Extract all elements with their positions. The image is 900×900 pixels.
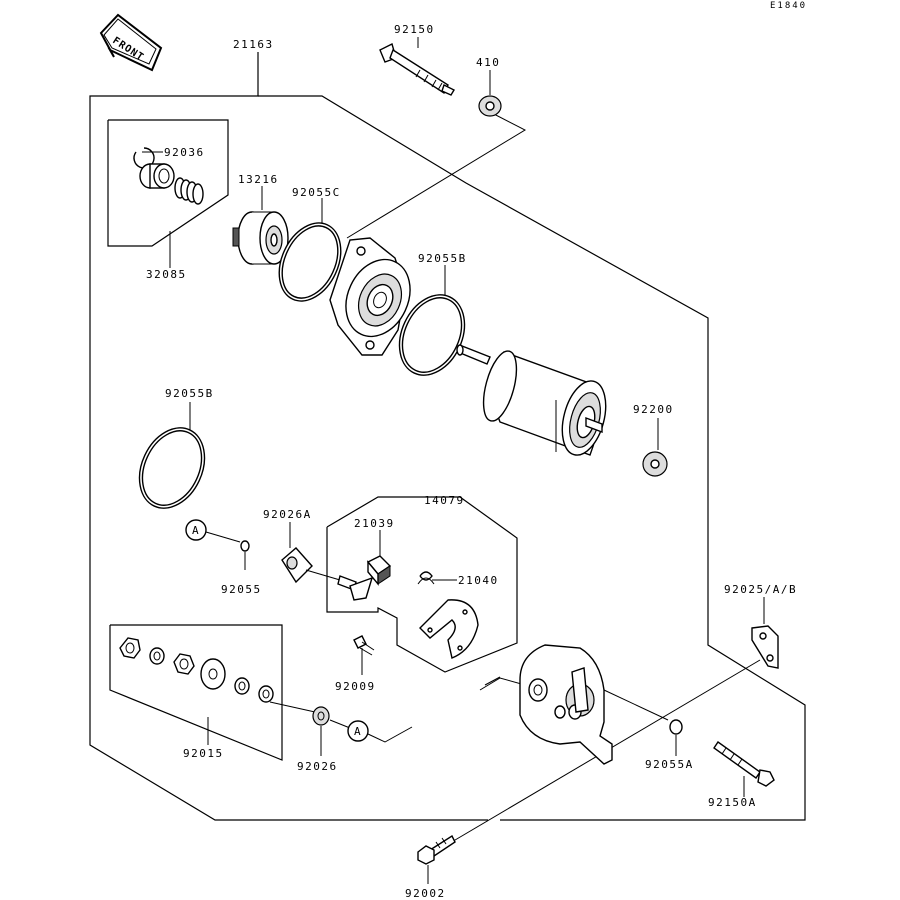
end-cover-icon: [519, 644, 613, 765]
box-14079: [326, 496, 518, 673]
diagram-code: E1840: [770, 1, 807, 11]
label-21163: 21163: [233, 38, 274, 51]
oring-92055-icon: [240, 540, 250, 570]
bracket-92025-icon: [751, 597, 779, 669]
washer-92026-icon: [312, 706, 330, 756]
label-92026: 92026: [297, 760, 338, 773]
label-92055B-top: 92055B: [418, 252, 467, 265]
oring-92055B-left-icon: [138, 402, 206, 509]
oring-92055C-icon: [278, 198, 342, 302]
label-92036: 92036: [164, 146, 205, 159]
circlip-92036-icon: [133, 147, 163, 169]
label-92055C: 92055C: [292, 186, 341, 199]
leader-410-cover: [346, 111, 527, 239]
motor-body-icon: [456, 344, 607, 456]
label-92055: 92055: [221, 583, 262, 596]
leader-92015-92026: [269, 701, 316, 713]
oring-92055B-top-icon: [398, 265, 466, 376]
label-92026A: 92026A: [263, 508, 312, 521]
box-92015: [109, 624, 283, 761]
label-32085: 32085: [146, 268, 187, 281]
label-410: 410: [476, 56, 500, 69]
label-92002: 92002: [405, 887, 446, 900]
collar-icon: [139, 163, 175, 189]
label-92055A: 92055A: [645, 758, 694, 771]
label-21039: 21039: [354, 517, 395, 530]
label-13216: 13216: [238, 173, 279, 186]
label-92150A: 92150A: [708, 796, 757, 809]
brush-21039-icon: [366, 530, 392, 586]
front-cover-icon: [329, 237, 411, 356]
bolt-92002-icon: [417, 834, 456, 884]
nut-set-92015-icon: [119, 637, 274, 703]
leader-end-bracket: [484, 676, 501, 686]
label-14079: 14079: [424, 494, 465, 507]
assembly-outline-top: [258, 95, 806, 821]
ref-marker-a-left: A: [185, 519, 241, 543]
bolt-92150A-icon: [713, 741, 775, 797]
terminal-bolt-icon: [305, 569, 374, 601]
box-32085: [107, 119, 229, 247]
spring-21040-icon: [417, 571, 457, 585]
label-92055B-left: 92055B: [165, 387, 214, 400]
bolt-92150-icon: [379, 42, 455, 96]
label-92200: 92200: [633, 403, 674, 416]
brush-plate-icon: [419, 599, 479, 659]
label-21040: 21040: [458, 574, 499, 587]
ref-marker-a-left-label: A: [192, 524, 200, 537]
screw-92009-icon: [353, 635, 375, 675]
label-92009: 92009: [335, 680, 376, 693]
spring-icon: [174, 177, 204, 205]
leader-endcover: [479, 677, 526, 691]
ref-marker-a-bottom-label: A: [354, 725, 362, 738]
washer-410-icon: [478, 70, 502, 117]
front-arrow-icon: FRONT: [99, 13, 163, 72]
assembly-outline-21163: [89, 52, 488, 821]
label-92150: 92150: [394, 23, 435, 36]
label-92015: 92015: [183, 747, 224, 760]
ref-marker-a-bottom: A: [329, 719, 413, 743]
washer-92200-icon: [642, 418, 668, 477]
label-92025AB: 92025/A/B: [724, 583, 797, 596]
oring-92055A-icon: [603, 689, 683, 756]
gear-13216-icon: [232, 186, 289, 265]
plate-92026A-icon: [281, 522, 313, 584]
